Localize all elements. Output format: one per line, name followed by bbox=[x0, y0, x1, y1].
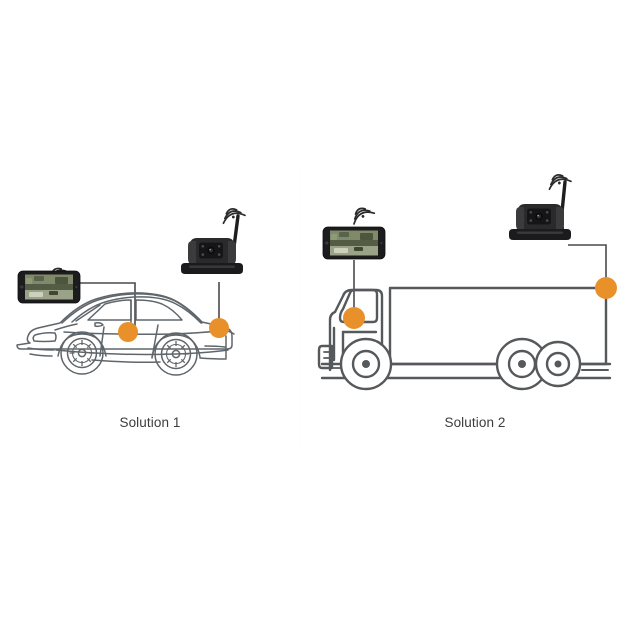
solution-1-caption: Solution 1 bbox=[119, 415, 181, 430]
camera-wifi-icon-right bbox=[548, 174, 572, 191]
truck-rear-wheel bbox=[534, 340, 582, 388]
car-front-lower bbox=[29, 353, 53, 357]
camera-mount-bracket bbox=[181, 263, 243, 274]
solution-2-illustration bbox=[317, 174, 617, 391]
car-front-tyre bbox=[60, 331, 104, 375]
phone-home-button bbox=[325, 241, 329, 245]
car-side-mirror bbox=[94, 322, 104, 328]
car-front-bumper bbox=[27, 347, 55, 351]
car-roofline bbox=[61, 293, 203, 324]
phone-wifi-icon-right bbox=[353, 207, 376, 225]
camera-mount-point-right[interactable] bbox=[595, 277, 617, 299]
car-front-hub bbox=[77, 348, 87, 358]
connection-lines-right bbox=[353, 244, 607, 318]
solution-1-panel: Solution 1 bbox=[0, 160, 300, 460]
truck-front-bumper bbox=[317, 344, 334, 370]
truck-cab-outline bbox=[328, 288, 384, 372]
car-rear-bumper bbox=[199, 357, 227, 360]
camera-wifi-icon bbox=[222, 208, 246, 225]
car-window-band bbox=[71, 296, 202, 324]
solution-1-illustration bbox=[16, 208, 246, 376]
car-front-window bbox=[87, 299, 132, 321]
car-door-line-front bbox=[99, 326, 105, 357]
smartphone-monitor-right bbox=[322, 226, 386, 260]
car-body-crease bbox=[55, 349, 229, 356]
car-front-wheel bbox=[60, 331, 104, 375]
phone-camera-dot bbox=[75, 285, 78, 289]
wireless-camera-right bbox=[509, 180, 571, 240]
monitor-mount-point-right[interactable] bbox=[343, 307, 365, 329]
solution-2-caption: Solution 2 bbox=[444, 415, 506, 430]
connection-lines-left bbox=[78, 282, 220, 332]
car-rear-window bbox=[135, 299, 183, 321]
panel-divider bbox=[300, 170, 301, 450]
phone-home-button bbox=[20, 285, 24, 289]
car-headlight bbox=[32, 332, 57, 343]
truck-mid-hub bbox=[518, 360, 526, 368]
smartphone-monitor-left bbox=[17, 270, 81, 304]
car-a-pillar bbox=[75, 304, 101, 322]
truck-front-hub bbox=[362, 360, 370, 368]
car-taillight bbox=[204, 345, 226, 348]
camera-mount-point-left[interactable] bbox=[209, 318, 229, 338]
car-rear-rim bbox=[160, 338, 192, 370]
camera-to-truck-line bbox=[568, 244, 607, 288]
phone-to-car-line bbox=[78, 282, 136, 332]
camera-mount-bracket bbox=[509, 229, 571, 240]
solution-2-panel: Solution 2 bbox=[310, 160, 640, 460]
car-rocker-panel bbox=[91, 359, 161, 363]
monitor-mount-point-left[interactable] bbox=[118, 322, 138, 342]
car-front-rim bbox=[66, 337, 98, 369]
car-illustration bbox=[16, 292, 235, 363]
wireless-camera-left bbox=[181, 214, 243, 274]
phone-camera-dot bbox=[380, 241, 383, 245]
car-rear-wheel bbox=[154, 332, 198, 376]
car-hood-line bbox=[54, 323, 78, 331]
car-rear-hub bbox=[171, 349, 181, 359]
car-rear-tyre bbox=[154, 332, 198, 376]
truck-rear-hub bbox=[554, 360, 562, 368]
truck-front-wheel bbox=[339, 337, 393, 391]
